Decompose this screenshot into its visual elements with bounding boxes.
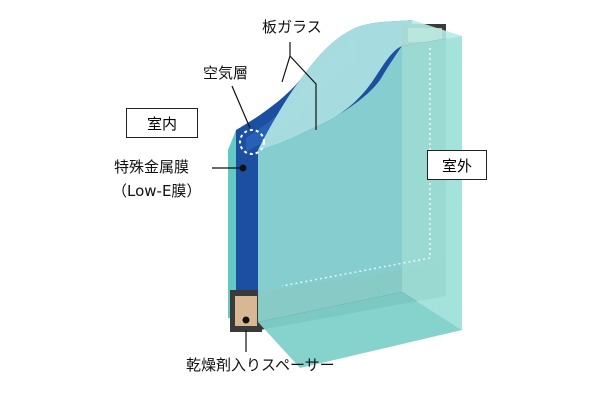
- spacer-label: 乾燥剤入りスペーサー: [186, 356, 335, 374]
- outdoor-label-box: 室外: [427, 150, 487, 180]
- lowe-film-label-line2: （Low-E膜）: [112, 182, 202, 200]
- outer-glass-pane: [258, 20, 462, 368]
- indoor-label: 室内: [146, 114, 177, 133]
- plate-glass-leader-2: [289, 55, 317, 130]
- outer-glass-face: [258, 46, 402, 322]
- outer-glass-top-edge: [258, 20, 462, 150]
- lowe-film-label-line1: 特殊金属膜: [114, 158, 190, 176]
- plate-glass-label: 板ガラス: [262, 18, 322, 36]
- inner-glass-edge: [228, 130, 236, 318]
- plate-glass-leader-1: [281, 42, 291, 83]
- outer-glass-bottom-edge: [258, 292, 462, 368]
- spacer-leader-dot: [242, 316, 250, 324]
- air-layer-leader: [231, 85, 251, 129]
- outer-glass-edge: [402, 36, 462, 330]
- lowe-leader-dot: [239, 164, 247, 172]
- bottom-spacer-desiccant: [235, 296, 257, 326]
- spacer-dotted-line: [281, 48, 431, 287]
- indoor-label-box: 室内: [126, 108, 198, 138]
- air-layer-label: 空気層: [203, 64, 249, 82]
- leader-lines: [212, 42, 317, 352]
- outdoor-label: 室外: [441, 156, 472, 175]
- air-layer-circle: [239, 129, 265, 155]
